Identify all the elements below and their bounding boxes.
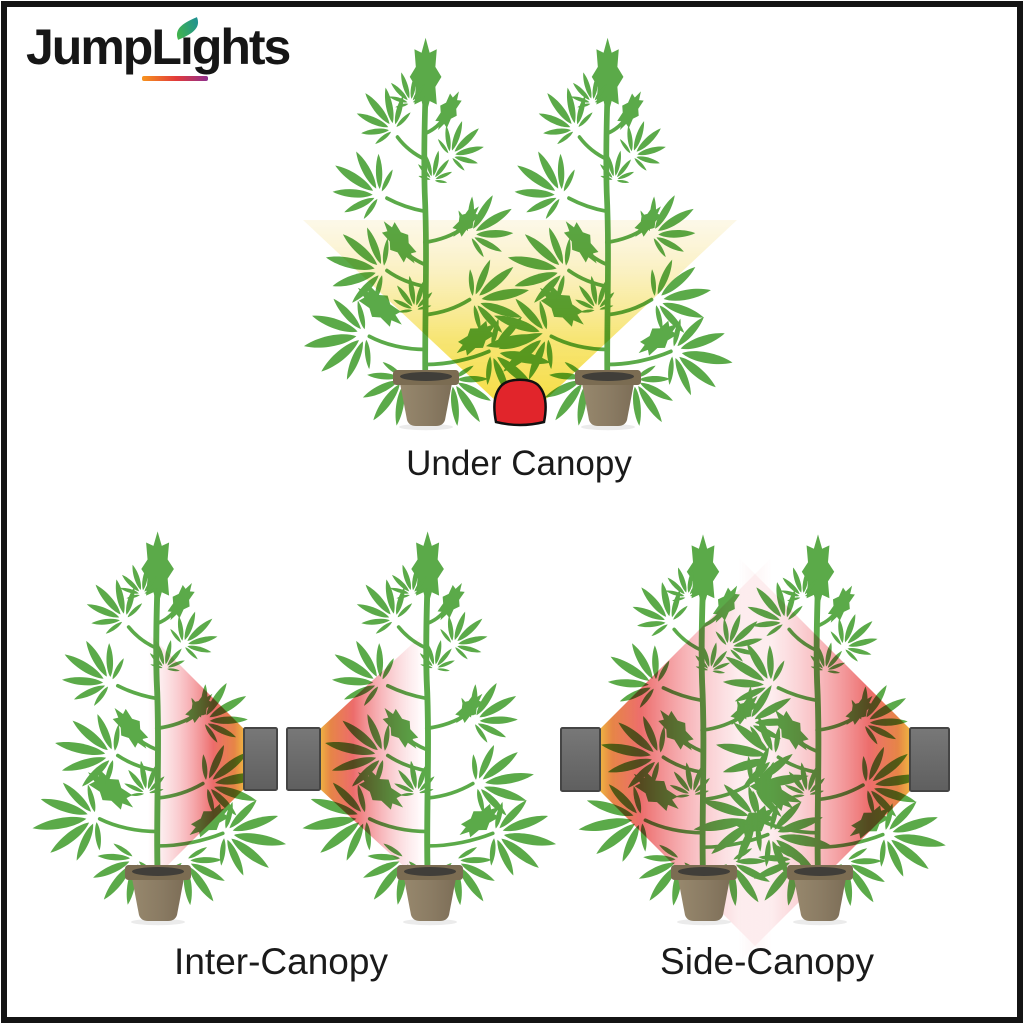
- inter-canopy-illustration: [25, 531, 563, 926]
- side-canopy-light-beam-right: [738, 557, 910, 963]
- side-canopy-light-fixture-right: [909, 727, 950, 792]
- under-canopy-light-fixture: [493, 378, 547, 427]
- side-canopy-illustration: [560, 534, 953, 963]
- inter-canopy-label: Inter-Canopy: [174, 941, 388, 982]
- brand-wordmark-right: ghts: [191, 19, 292, 75]
- inter-canopy-light-beam-left: [148, 633, 244, 885]
- plant-pot: [125, 865, 191, 926]
- logo-leaf-icon: [176, 17, 198, 40]
- side-canopy-light-beam-left: [600, 557, 772, 963]
- logo-underline: [142, 76, 208, 81]
- inter-canopy-light-beam-right: [320, 633, 424, 885]
- side-canopy-light-fixture-left: [560, 727, 601, 792]
- inter-canopy-light-fixture-left: [243, 727, 278, 791]
- under-canopy-light-beam: [303, 220, 737, 402]
- plant-pot: [397, 865, 463, 926]
- under-canopy-illustration: [297, 38, 739, 442]
- side-canopy-label: Side-Canopy: [660, 941, 874, 982]
- under-canopy-label: Under Canopy: [406, 444, 632, 483]
- inter-canopy-light-fixture-right: [286, 727, 321, 791]
- brand-wordmark-left: JumpL: [26, 19, 182, 75]
